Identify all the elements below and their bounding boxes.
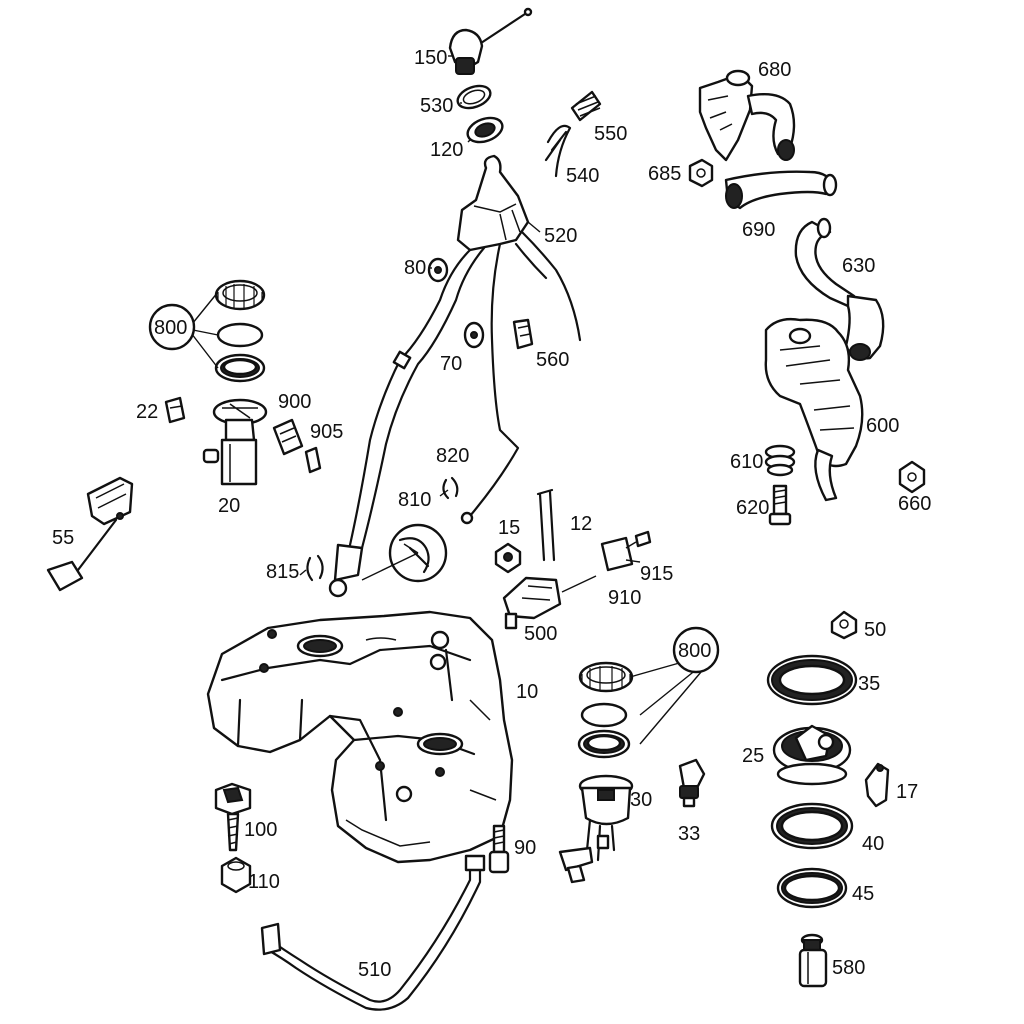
part-15-nut bbox=[494, 542, 522, 574]
label-510: 510 bbox=[358, 959, 391, 981]
part-660-nut bbox=[898, 460, 926, 494]
part-910-cover bbox=[600, 536, 634, 572]
part-620-bolt bbox=[768, 484, 792, 526]
part-150-fuel-cap bbox=[448, 7, 533, 75]
label-800-lower: 800 bbox=[678, 640, 711, 662]
label-33: 33 bbox=[678, 823, 700, 845]
part-25-sender-flange bbox=[772, 724, 852, 786]
callout-circle-800-upper bbox=[148, 303, 196, 351]
part-580-pump bbox=[798, 933, 828, 988]
part-530-seal-ring bbox=[456, 84, 492, 110]
label-550: 550 bbox=[594, 123, 627, 145]
part-17-connector bbox=[864, 762, 890, 808]
part-33-sensor bbox=[678, 758, 706, 808]
label-690: 690 bbox=[742, 219, 775, 241]
label-680: 680 bbox=[758, 59, 791, 81]
part-820-clip bbox=[442, 476, 459, 500]
label-610: 610 bbox=[730, 451, 763, 473]
label-80: 80 bbox=[404, 257, 426, 279]
part-110-nut bbox=[220, 856, 252, 894]
label-15: 15 bbox=[498, 517, 520, 539]
label-560: 560 bbox=[536, 349, 569, 371]
part-100-bolt bbox=[214, 782, 252, 852]
callout-circle-800-lower bbox=[672, 626, 720, 674]
label-120: 120 bbox=[430, 139, 463, 161]
label-22: 22 bbox=[136, 401, 158, 423]
part-40-seal bbox=[770, 802, 854, 850]
label-520: 520 bbox=[544, 225, 577, 247]
label-630: 630 bbox=[842, 255, 875, 277]
part-915-clip bbox=[634, 530, 652, 548]
part-800-seal-set-lower bbox=[577, 661, 634, 759]
label-35: 35 bbox=[858, 673, 880, 695]
label-500: 500 bbox=[524, 623, 557, 645]
part-560-clamp bbox=[512, 318, 534, 350]
part-10-fuel-tank bbox=[206, 610, 514, 864]
label-600: 600 bbox=[866, 415, 899, 437]
part-680-valve-assembly bbox=[698, 69, 796, 162]
part-22-connector bbox=[164, 396, 186, 424]
label-530: 530 bbox=[420, 95, 453, 117]
label-800-upper: 800 bbox=[154, 317, 187, 339]
label-20: 20 bbox=[218, 495, 240, 517]
part-500-pressure-sensor bbox=[502, 576, 562, 630]
part-540-clip bbox=[544, 124, 572, 178]
label-12: 12 bbox=[570, 513, 592, 535]
label-620: 620 bbox=[736, 497, 769, 519]
label-25: 25 bbox=[742, 745, 764, 767]
part-12-bracket bbox=[536, 488, 556, 562]
part-120-filler-ring bbox=[466, 116, 504, 144]
part-35-lock-ring bbox=[766, 654, 858, 706]
part-520-filler-pipe bbox=[328, 154, 582, 598]
label-910: 910 bbox=[608, 587, 641, 609]
label-30: 30 bbox=[630, 789, 652, 811]
part-685-nut bbox=[688, 158, 714, 188]
label-905: 905 bbox=[310, 421, 343, 443]
part-900-cover bbox=[272, 418, 304, 456]
part-70-grommet bbox=[463, 321, 485, 349]
label-17: 17 bbox=[896, 781, 918, 803]
part-50-nut bbox=[830, 610, 858, 640]
part-550-spring bbox=[570, 90, 602, 122]
part-20-fuel-pump bbox=[202, 398, 268, 486]
label-110: 110 bbox=[248, 871, 280, 893]
part-45-o-ring bbox=[776, 867, 848, 909]
label-580: 580 bbox=[832, 957, 865, 979]
part-815-clip bbox=[306, 554, 324, 582]
part-30-fuel-filter bbox=[558, 774, 634, 884]
part-600-canister bbox=[764, 317, 864, 502]
label-150: 150 bbox=[414, 47, 447, 69]
part-800-seal-set-upper bbox=[214, 279, 266, 383]
label-45: 45 bbox=[852, 883, 874, 905]
label-900: 900 bbox=[278, 391, 311, 413]
part-630-hose bbox=[794, 217, 885, 361]
label-685: 685 bbox=[648, 163, 681, 185]
part-90-bolt bbox=[488, 824, 510, 874]
part-80-washer bbox=[427, 257, 449, 283]
label-10: 10 bbox=[516, 681, 538, 703]
label-50: 50 bbox=[864, 619, 886, 641]
part-labels: 150 530 120 550 540 520 80 70 560 680 68… bbox=[52, 47, 931, 981]
part-55-level-sensor bbox=[46, 476, 134, 592]
part-905-plug bbox=[304, 446, 322, 474]
label-90: 90 bbox=[514, 837, 536, 859]
label-815: 815 bbox=[266, 561, 299, 583]
label-55: 55 bbox=[52, 527, 74, 549]
part-510-tank-strap bbox=[260, 854, 486, 1011]
label-820: 820 bbox=[436, 445, 469, 467]
part-610-bushing bbox=[764, 444, 796, 477]
label-810: 810 bbox=[398, 489, 431, 511]
label-100: 100 bbox=[244, 819, 277, 841]
label-660: 660 bbox=[898, 493, 931, 515]
label-40: 40 bbox=[862, 833, 884, 855]
label-540: 540 bbox=[566, 165, 599, 187]
label-70: 70 bbox=[440, 353, 462, 375]
label-915: 915 bbox=[640, 563, 673, 585]
part-690-hose bbox=[724, 170, 838, 210]
